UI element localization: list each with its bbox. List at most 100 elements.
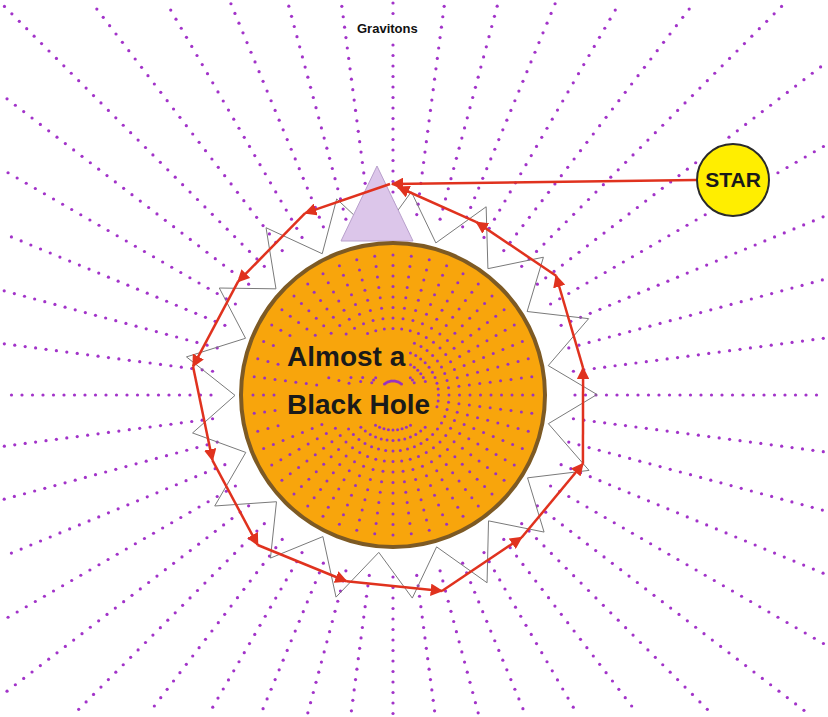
graviton-dot bbox=[619, 568, 622, 571]
graviton-dot bbox=[282, 659, 285, 662]
graviton-dot bbox=[164, 568, 167, 571]
graviton-dot bbox=[493, 569, 496, 572]
graviton-dot bbox=[403, 437, 406, 440]
graviton-dot bbox=[577, 536, 580, 539]
graviton-dot bbox=[770, 443, 773, 446]
graviton-dot bbox=[129, 131, 132, 134]
graviton-dot bbox=[29, 543, 32, 546]
graviton-dot bbox=[13, 495, 16, 498]
graviton-dot bbox=[391, 85, 394, 88]
graviton-dot bbox=[295, 227, 298, 230]
graviton-dot bbox=[780, 445, 783, 448]
graviton-dot bbox=[353, 98, 356, 101]
graviton-dot bbox=[10, 551, 13, 554]
graviton-dot bbox=[556, 678, 559, 681]
graviton-dot bbox=[417, 299, 420, 302]
graviton-dot bbox=[117, 357, 120, 360]
graviton-dot bbox=[560, 613, 563, 616]
graviton-dot bbox=[391, 117, 394, 120]
graviton-dot bbox=[496, 365, 499, 368]
graviton-dot bbox=[24, 442, 27, 445]
graviton-dot bbox=[172, 225, 175, 228]
graviton-dot bbox=[560, 324, 563, 327]
graviton-dot bbox=[409, 363, 412, 366]
graviton-dot bbox=[327, 281, 330, 284]
graviton-dot bbox=[476, 309, 479, 312]
graviton-dot bbox=[428, 366, 431, 369]
graviton-dot bbox=[482, 236, 485, 239]
graviton-dot bbox=[153, 704, 156, 707]
graviton-dot bbox=[70, 72, 73, 75]
graviton-dot bbox=[509, 678, 512, 681]
graviton-dot bbox=[249, 207, 252, 210]
graviton-dot bbox=[146, 393, 149, 396]
graviton-dot bbox=[511, 443, 514, 446]
graviton-dot bbox=[593, 367, 596, 370]
graviton-dot bbox=[269, 181, 272, 184]
graviton-dot bbox=[344, 569, 347, 572]
graviton-dot bbox=[300, 551, 303, 554]
graviton-dot bbox=[767, 610, 770, 613]
graviton-dot bbox=[139, 200, 142, 203]
graviton-dot bbox=[457, 402, 460, 405]
graviton-dot bbox=[741, 393, 744, 396]
graviton-dot bbox=[468, 106, 471, 109]
graviton-dot bbox=[646, 138, 649, 141]
graviton-dot bbox=[23, 295, 26, 298]
graviton-dot bbox=[524, 163, 527, 166]
graviton-dot bbox=[134, 542, 137, 545]
graviton-dot bbox=[437, 284, 440, 287]
graviton-dot bbox=[344, 36, 347, 39]
graviton-dot bbox=[104, 393, 107, 396]
graviton-dot bbox=[496, 422, 499, 425]
graviton-dot bbox=[312, 96, 315, 99]
graviton-dot bbox=[569, 530, 572, 533]
graviton-dot bbox=[515, 232, 518, 235]
graviton-dot bbox=[206, 72, 209, 75]
graviton-dot bbox=[579, 638, 582, 641]
graviton-dot bbox=[681, 16, 684, 19]
graviton-dot bbox=[455, 157, 458, 160]
graviton-dot bbox=[207, 287, 210, 290]
node-text: Almost a Black Hole bbox=[287, 333, 472, 429]
graviton-dot bbox=[446, 300, 449, 303]
graviton-dot bbox=[585, 141, 588, 144]
graviton-dot bbox=[105, 174, 108, 177]
graviton-dot bbox=[645, 427, 648, 430]
graviton-dot bbox=[76, 352, 79, 355]
graviton-dot bbox=[697, 353, 700, 356]
graviton-dot bbox=[776, 171, 779, 174]
graviton-dot bbox=[185, 36, 188, 39]
graviton-dot bbox=[274, 190, 277, 193]
graviton-dot bbox=[669, 671, 672, 674]
zigzag-outline bbox=[186, 192, 597, 598]
graviton-dot bbox=[374, 376, 377, 379]
graviton-dot bbox=[172, 562, 175, 565]
graviton-dots bbox=[3, 1, 825, 715]
orbit-segment bbox=[346, 581, 441, 591]
graviton-dot bbox=[451, 316, 454, 319]
graviton-dot bbox=[124, 322, 127, 325]
graviton-dot bbox=[330, 332, 333, 335]
graviton-dot bbox=[477, 186, 480, 189]
graviton-dot bbox=[306, 505, 309, 508]
graviton-dot bbox=[128, 359, 131, 362]
graviton-dot bbox=[822, 337, 825, 340]
graviton-dot bbox=[493, 218, 496, 221]
graviton-dot bbox=[205, 251, 208, 254]
graviton-dot bbox=[80, 632, 83, 635]
graviton-dot bbox=[47, 658, 50, 661]
graviton-dot bbox=[84, 311, 87, 314]
graviton-dot bbox=[222, 687, 225, 690]
graviton-dot bbox=[577, 251, 580, 254]
graviton-dot bbox=[52, 393, 55, 396]
graviton-dot bbox=[370, 381, 373, 384]
graviton-dot bbox=[345, 455, 348, 458]
graviton-dot bbox=[253, 154, 256, 157]
graviton-dot bbox=[476, 443, 479, 446]
graviton-dot bbox=[594, 549, 597, 552]
graviton-dot bbox=[636, 74, 639, 77]
graviton-dot bbox=[469, 453, 472, 456]
graviton-dot bbox=[55, 136, 58, 139]
graviton-dot bbox=[440, 366, 443, 369]
